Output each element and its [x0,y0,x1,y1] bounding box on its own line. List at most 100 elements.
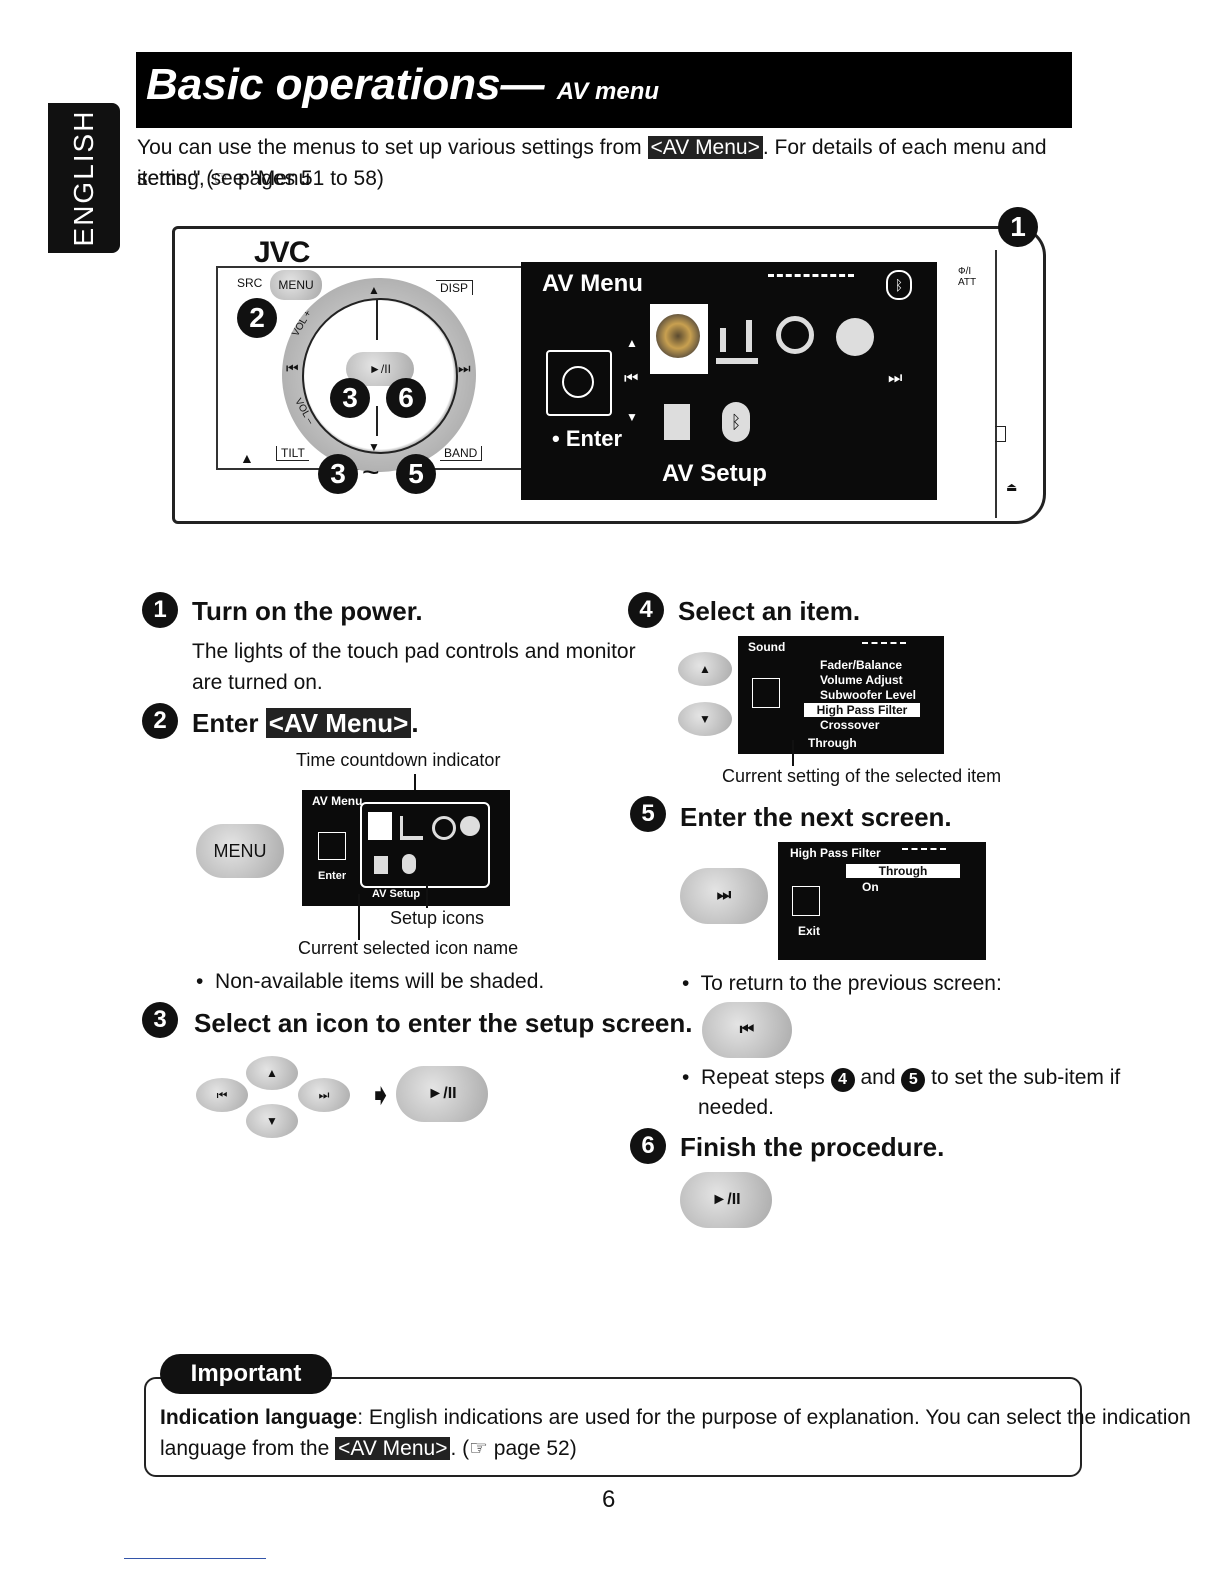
dimmer-knob-icon [836,318,874,356]
screen-enter-label: • Enter [552,426,623,451]
return-note-text: To return to the previous screen: [700,972,1002,995]
disp-button[interactable]: DISP [436,280,474,295]
sound-item-5: Crossover [820,718,880,732]
setup-icons-label: Setup icons [390,908,485,928]
side-slot [995,426,1006,442]
step-2-title-b: . [411,708,419,738]
setup-icons-leader [426,884,428,908]
mini-screen-title: AV Menu [312,794,363,808]
intro-line-2: items." (☞ pages 51 to 58) [137,167,384,190]
important-text-2b: . (☞ page 52) [450,1437,577,1460]
device-left-panel [172,266,218,468]
next-button[interactable]: ⏭ [298,1078,350,1112]
prev-button[interactable]: ⏮ [196,1078,248,1112]
pad-divider-top [376,300,378,340]
important-text-1: : English indications are used for the p… [357,1406,1191,1429]
step-2-av-menu-highlight: <AV Menu> [265,708,412,738]
step-2-title: Enter <AV Menu>. [192,708,419,739]
intro-text-b: . For details of each menu and setting, … [137,136,1047,190]
title-sub: AV menu [556,78,660,105]
mini-equalizer-icon [400,816,423,840]
countdown-leader [414,774,416,792]
page-title: Basic operations— AV menu [146,60,659,110]
play-pause-button-step6[interactable]: ►/II [680,1172,772,1228]
eq-bar-1 [720,328,726,352]
menu-button-large[interactable]: MENU [196,824,284,878]
touch-pad[interactable] [302,298,458,454]
step-1-body-2: are turned on. [192,671,323,694]
screen-up-icon: ▲ [626,336,638,350]
enter-pad-circle [562,366,594,398]
intro-text-a: You can use the menus to set up various … [137,136,648,159]
page-header: Basic operations— AV menu [136,52,1072,128]
hpf-menu-screen [778,842,986,960]
down-button-step4[interactable]: ▼ [678,702,732,736]
callout-5: 5 [396,454,436,494]
step-5-title: Enter the next screen. [680,802,952,832]
callout-range-tilde: ~ [362,456,380,489]
jvc-logo: JVC [254,236,310,269]
next-button-step5[interactable]: ⏭ [680,868,768,924]
current-setting-leader [792,740,794,766]
up-arrow-icon[interactable]: ▲ [368,283,380,297]
play-pause-button-step3[interactable]: ►/II [396,1066,488,1122]
callout-3b: 3 [318,454,358,494]
sound-menu-title: Sound [748,640,786,654]
mini-gear-icon [368,812,392,840]
important-bold: Indication language [160,1406,358,1429]
step-1-title: Turn on the power. [192,596,423,626]
eject-icon[interactable]: ▲ [240,450,254,466]
callout-6: 6 [386,378,426,418]
language-side-tab: ENGLISH [48,103,120,253]
tilt-button[interactable]: TILT [276,446,309,461]
mini-enter-label: Enter [318,870,347,882]
mini-enter-pad-icon [318,832,346,860]
repeat-note-step-5: 5 [901,1068,926,1092]
src-button-label[interactable]: SRC [237,276,263,290]
band-button[interactable]: BAND [440,446,483,461]
prev-track-icon[interactable]: ⏮ [286,360,299,376]
step-4-number: 4 [628,592,664,628]
callout-1: 1 [998,207,1038,247]
important-line-1: Indication language: English indications… [160,1402,1191,1433]
repeat-note-mid: and [854,1066,902,1089]
repeat-note-step-4: 4 [830,1068,855,1092]
sound-item-1: Fader/Balance [820,658,903,672]
eq-bar-2 [746,320,752,352]
step-1-body-1: The lights of the touch pad controls and… [192,640,636,663]
hpf-item-2: On [862,880,879,894]
current-icon-leader [358,894,360,940]
countdown-indicator [768,274,854,280]
sound-current-setting: Through [808,736,857,750]
mini-selected-name: AV Setup [372,888,421,900]
prev-button-step5[interactable]: ⏮ [702,1002,792,1058]
up-button-step4[interactable]: ▲ [678,652,732,686]
up-button[interactable]: ▲ [246,1056,298,1090]
screen-selected-name: AV Setup [662,460,767,487]
hpf-exit-pad-icon [792,886,820,916]
screen-title: AV Menu [542,270,643,297]
important-av-menu-highlight: <AV Menu> [335,1437,451,1460]
intro-line-1: You can use the menus to set up various … [137,132,1077,194]
step-6-title: Finish the procedure. [680,1132,945,1162]
down-button[interactable]: ▼ [246,1104,298,1138]
sound-item-2: Volume Adjust [820,673,903,687]
enter-pad-icon [546,350,612,416]
down-arrow-icon[interactable]: ▼ [368,440,380,454]
release-icon[interactable]: ⏏ [1006,480,1018,494]
important-line-2: language from the <AV Menu>. (☞ page 52) [160,1433,577,1464]
repeat-note-a: Repeat steps [701,1066,831,1089]
callout-2: 2 [237,298,277,338]
intro-av-menu-highlight: <AV Menu> [647,136,763,159]
mini-bluetooth-icon [402,854,416,874]
next-track-icon[interactable]: ⏭ [458,360,471,376]
callout-3a: 3 [330,378,370,418]
mini-knob-icon [460,816,480,836]
step-2-title-a: Enter [192,708,266,738]
power-att-button[interactable]: Ф/I ATT [958,266,977,288]
current-setting-label: Current setting of the selected item [722,766,1002,786]
mini-list-icon [374,856,388,874]
footer-rule [124,1558,266,1559]
current-icon-label: Current selected icon name [298,938,519,958]
menu-button[interactable]: MENU [270,270,322,300]
